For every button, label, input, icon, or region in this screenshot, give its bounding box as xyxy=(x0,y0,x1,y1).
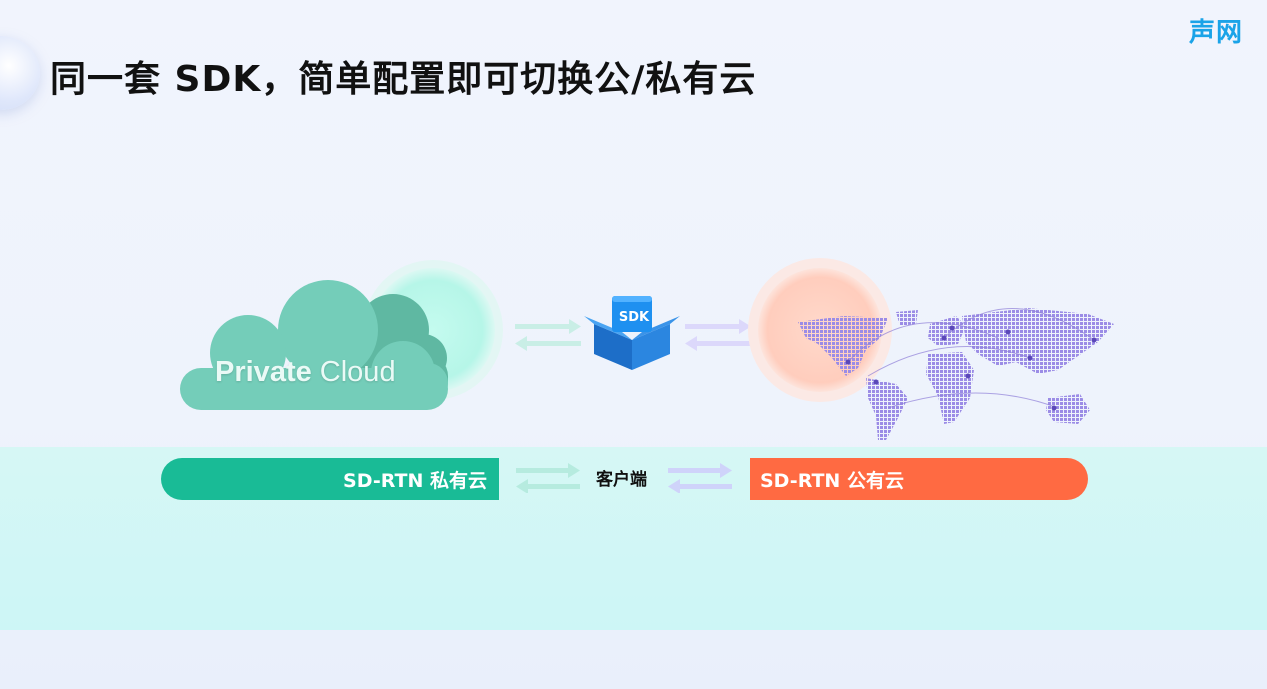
public-cloud-label: SD-RTN 公有云 xyxy=(760,469,904,492)
cloud-word-cloud: Cloud xyxy=(319,356,396,388)
brand-logo: 声网 xyxy=(1188,18,1243,48)
page-title: 同一套 SDK，简单配置即可切换公/私有云 xyxy=(50,59,757,100)
exchange-arrows-icon xyxy=(685,319,751,351)
sdk-label: SDK xyxy=(618,310,650,325)
exchange-arrows-icon xyxy=(515,319,581,351)
private-cloud-text: Private Cloud xyxy=(215,356,396,389)
sdk-box-icon xyxy=(584,296,680,370)
exchange-arrows-icon xyxy=(668,463,732,493)
decorative-corner-circle xyxy=(0,36,40,110)
private-cloud-icon xyxy=(180,260,503,410)
world-map-icon xyxy=(748,258,1114,440)
private-cloud-pill: SD-RTN 私有云 xyxy=(161,458,499,500)
client-label: 客户端 xyxy=(596,470,647,490)
private-cloud-label: SD-RTN 私有云 xyxy=(343,469,487,492)
cloud-word-private: Private xyxy=(215,356,312,388)
public-cloud-pill: SD-RTN 公有云 xyxy=(750,458,1088,500)
exchange-arrows-icon xyxy=(516,463,580,493)
